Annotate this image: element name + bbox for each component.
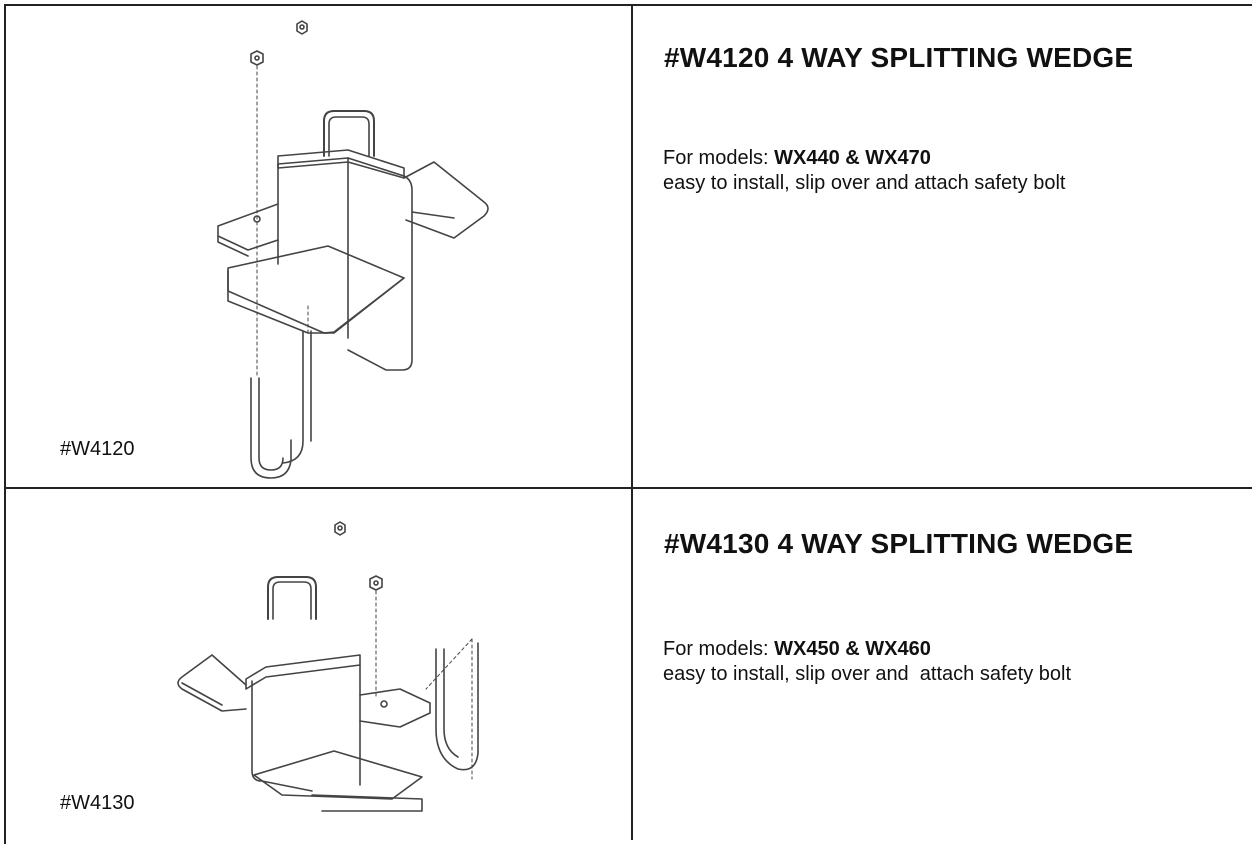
product-1-caption: #W4120 <box>60 438 135 460</box>
product-1-image: #W4120 <box>6 6 630 486</box>
models-prefix: For models: <box>663 147 775 169</box>
product-1-install-note: easy to install, slip over and attach sa… <box>663 172 1066 194</box>
product-2-install-note: easy to install, slip over and attach sa… <box>663 663 1071 685</box>
product-2-models-line: For models: WX450 & WX460 <box>663 637 1071 662</box>
product-2-title: #W4130 4 WAY SPLITTING WEDGE <box>664 528 1134 559</box>
splitting-wedge-diagram-icon <box>217 20 489 479</box>
product-2-caption: #W4130 <box>60 792 135 814</box>
product-1-models: WX440 & WX470 <box>774 147 931 169</box>
column-divider <box>631 4 633 840</box>
row-divider <box>4 487 1252 489</box>
product-table <box>4 4 1252 844</box>
product-2-image: #W4130 <box>6 489 630 839</box>
splitting-wedge-diagram-icon <box>177 521 479 812</box>
product-2-models: WX450 & WX460 <box>774 638 931 660</box>
product-1-description: For models: WX440 & WX470 easy to instal… <box>663 146 1065 196</box>
product-1-title: #W4120 4 WAY SPLITTING WEDGE <box>664 42 1134 73</box>
models-prefix: For models: <box>663 638 775 660</box>
product-2-description: For models: WX450 & WX460 easy to instal… <box>663 637 1071 687</box>
product-1-models-line: For models: WX440 & WX470 <box>663 146 1065 171</box>
